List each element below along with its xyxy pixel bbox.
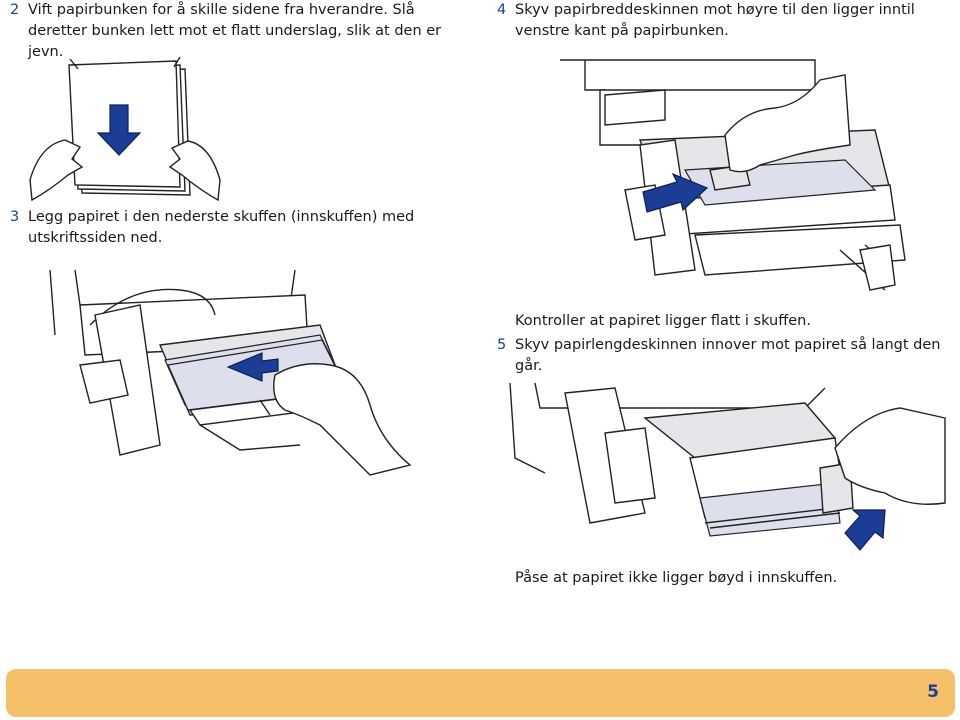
not-bent-note: Påse at papiret ikke ligger bøyd i innsk…	[515, 570, 838, 586]
step-text: Skyv papirlengdeskinnen innover mot papi…	[515, 337, 941, 374]
step-4: 4 Skyv papirbreddeskinnen mot høyre til …	[497, 0, 947, 42]
right-arrow-icon	[642, 172, 709, 213]
printer-length-guide-illustration	[509, 382, 946, 551]
diagonal-arrow-icon	[226, 352, 279, 382]
flat-check-note: Kontroller at papiret ligger flatt i sku…	[515, 313, 811, 329]
step-3: 3 Legg papiret i den nederste skuffen (i…	[10, 207, 440, 249]
step-number: 2	[10, 2, 20, 18]
page-number: 5	[927, 682, 939, 702]
printer-width-guide-illustration	[560, 59, 906, 291]
down-arrow-icon	[96, 104, 142, 156]
load-paper-illustration	[49, 269, 412, 476]
step-text: Legg papiret i den nederste skuffen (inn…	[28, 209, 415, 246]
step-number: 5	[497, 337, 507, 353]
step-2: 2 Vift papirbunken for å skille sidene f…	[10, 0, 460, 63]
step-number: 3	[10, 209, 20, 225]
step-text: Skyv papirbreddeskinnen mot høyre til de…	[515, 2, 915, 39]
step-text: Vift papirbunken for å skille sidene fra…	[28, 2, 442, 60]
step-number: 4	[497, 2, 507, 18]
page-footer-bar: 5	[6, 669, 955, 717]
fan-paper-illustration	[29, 56, 221, 202]
up-left-arrow-icon	[844, 509, 886, 551]
step-5: 5 Skyv papirlengdeskinnen innover mot pa…	[497, 335, 952, 377]
